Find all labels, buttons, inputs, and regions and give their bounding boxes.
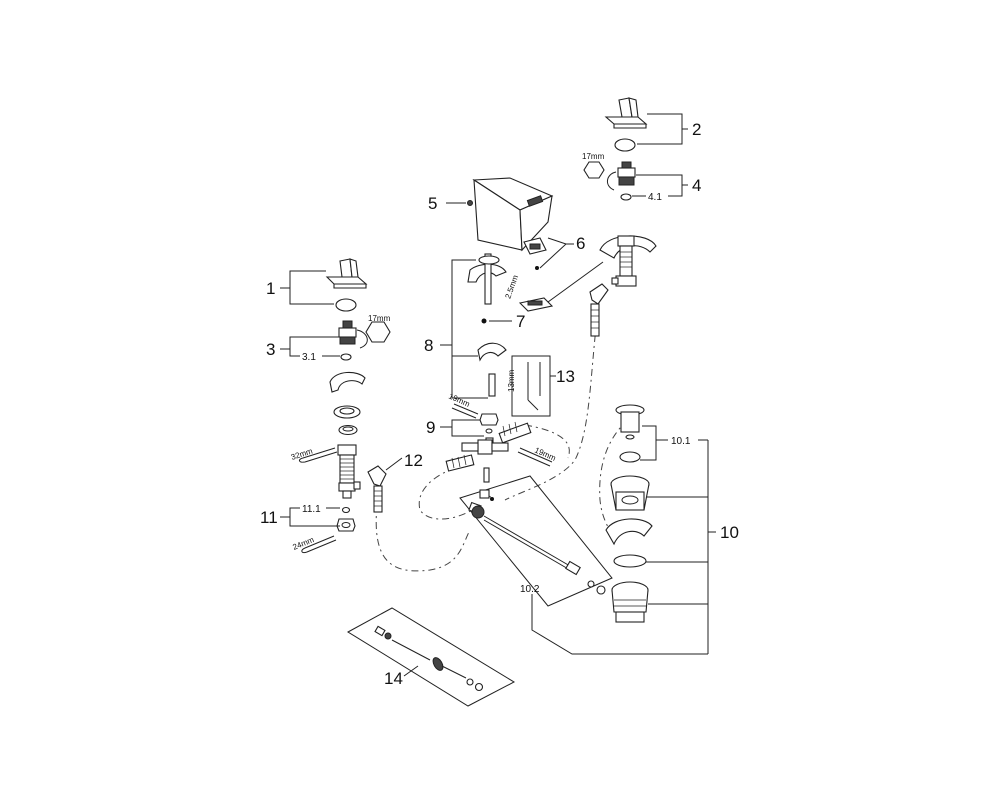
callout-3-1: 3.1 [302, 352, 316, 363]
callout-10: 10 [720, 523, 739, 542]
callout-3: 3 [266, 340, 275, 359]
right-handle-icon [604, 97, 648, 129]
callout-2: 2 [692, 120, 701, 139]
drain-stopper-icon [615, 404, 645, 463]
mixing-tee-icon: 19mm [445, 421, 557, 483]
left-nut-icon [336, 506, 356, 532]
callout-6: 6 [576, 234, 585, 253]
allen-key-size: 13mm [507, 369, 516, 392]
left-hex-size: 17mm [368, 314, 391, 323]
spout-hex-key-size: 2.5mm [503, 274, 520, 300]
callout-8: 8 [424, 336, 433, 355]
left-handle-icon [325, 258, 368, 289]
hose-wrench-icon: 19mm [517, 446, 557, 467]
spout-assembly: 2.5mm 19mm 13mm [447, 177, 554, 451]
callout-14: 14 [384, 669, 403, 688]
callout-10-1: 10.1 [671, 436, 691, 447]
callout-labels: 1 2 3 3.1 4 4.1 5 6 7 8 9 10 10.1 10.2 1… [260, 120, 739, 688]
drain-tailpiece-icon [611, 581, 649, 623]
left-valve-body-icon [337, 444, 361, 499]
right-valve-assembly: 17mm [582, 97, 657, 337]
callout-9: 9 [426, 418, 435, 437]
left-cartridge-icon [338, 320, 368, 349]
allen-key-icon: 13mm [507, 355, 551, 417]
right-small-o-ring-icon [620, 193, 632, 201]
callout-12: 12 [404, 451, 423, 470]
callout-10-2: 10.2 [520, 584, 540, 595]
left-hex-17mm-icon: 17mm [365, 314, 391, 343]
lift-rod-tray-icon [459, 475, 613, 607]
callout-11: 11 [260, 508, 278, 527]
tee-pin-icon [483, 467, 490, 483]
callout-4: 4 [692, 176, 701, 195]
left-nut-wrench-icon: 24mm [291, 535, 337, 553]
left-body-wrench-size: 32mm [290, 446, 314, 462]
callout-1: 1 [266, 279, 275, 298]
callout-13: 13 [556, 367, 575, 386]
callout-11-1: 11.1 [302, 504, 321, 515]
clip-icon [479, 489, 494, 501]
callout-5: 5 [428, 194, 437, 213]
drain-gasket-icon [605, 518, 653, 568]
callout-4-1: 4.1 [648, 192, 662, 203]
drain-assembly [605, 404, 653, 623]
right-hose-icon [589, 283, 609, 337]
left-hose-icon [367, 465, 387, 513]
right-valve-body-icon [599, 235, 657, 287]
spout-icon [467, 177, 554, 252]
left-body-wrench-icon: 32mm [290, 446, 338, 463]
left-o-ring-icon [335, 298, 357, 312]
right-hex-size: 17mm [582, 152, 605, 161]
left-escutcheon-icon [329, 371, 366, 436]
right-connector-hose-icon [498, 421, 532, 444]
right-cartridge-icon [607, 161, 636, 191]
right-o-ring-icon [614, 138, 636, 152]
leader-lines [280, 113, 716, 677]
left-small-o-ring-icon [340, 353, 352, 361]
left-nut-wrench-size: 24mm [291, 535, 315, 552]
dashed-connection-lines [375, 317, 629, 572]
right-hex-17mm-icon: 17mm [582, 152, 605, 179]
lift-rod-kit-icon [347, 607, 516, 707]
spout-mounting-icon: 19mm [447, 253, 507, 451]
drain-body-icon [610, 475, 650, 511]
left-connector-hose-icon [445, 454, 475, 472]
spout-aerator-icon: 2.5mm [503, 237, 554, 312]
callout-7: 7 [516, 312, 525, 331]
